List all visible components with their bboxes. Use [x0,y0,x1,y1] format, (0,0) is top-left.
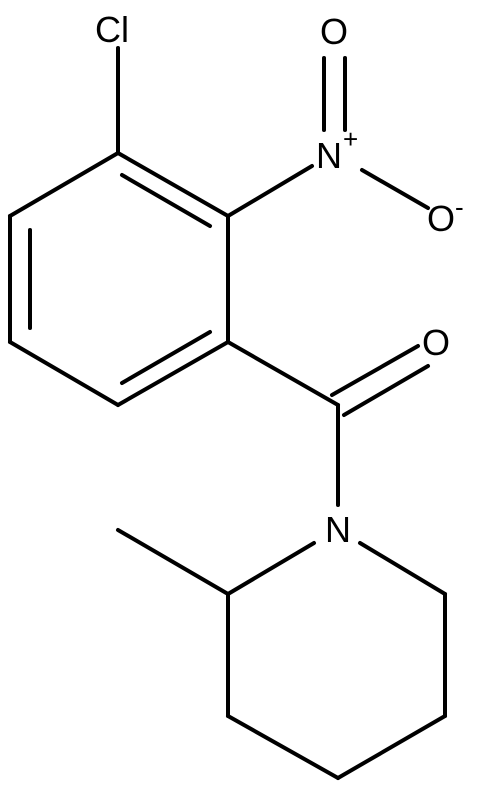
nitro-oxygen-double-label: O [320,11,348,52]
bond-carbonyl-double-b [342,364,430,417]
nitro-nitrogen-charge: + [343,124,358,154]
nitro-nitrogen-label: N [316,135,342,176]
bond-c3-carbonyl-c [226,340,340,407]
bond-c3p-c4p [226,714,340,780]
bond-c2-n-nitro [226,164,314,218]
bond-c3-c4 [116,340,230,407]
bond-c1-c2-inner [120,173,212,228]
piperidine-nitrogen-label: N [325,509,351,550]
bond-c6-c1 [8,151,120,218]
chlorine-atom-label: Cl [95,9,129,50]
bond-c3-c4-inner [120,330,212,385]
bond-c4-c5 [8,340,120,407]
nitro-oxygen-single-charge: - [455,192,464,222]
piperidine-ring [226,541,447,780]
nitro-oxygen-single-label: O [427,198,455,239]
bond-c2p-methyl [116,528,230,596]
bond-c1-c2 [116,151,230,218]
bond-n-o-single [360,168,430,210]
bond-c6p-n [358,541,447,596]
bond-c4p-c5p [336,714,447,780]
benzene-ring [8,151,230,407]
carbonyl-oxygen-label: O [422,322,450,363]
bond-n-c2p [226,541,316,596]
bond-carbonyl-double-a [330,344,420,397]
